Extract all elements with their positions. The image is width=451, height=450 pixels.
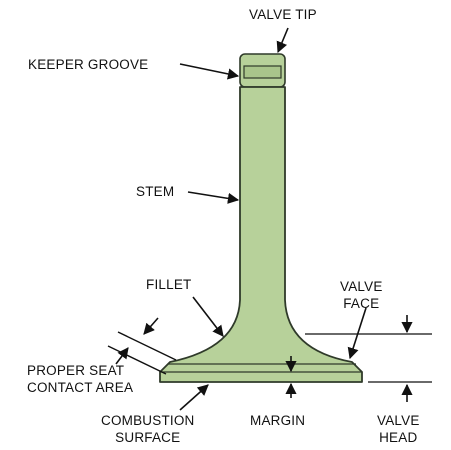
valve-face-arrow [347,307,367,360]
fillet-arrow [192,296,224,337]
fillet-label: FILLET [146,277,192,292]
seat-contact-line-upper [117,331,177,361]
valve-tip-label: VALVE TIP [249,7,317,22]
combustion-surface-arrow [179,384,209,411]
valve-head-label: VALVE HEAD [377,413,420,445]
stem-arrow [187,191,240,204]
combustion-surface-label: COMBUSTION SURFACE [101,413,195,445]
stem-label: STEM [136,184,175,199]
valve-face-label: VALVE FACE [340,279,383,311]
keeper-groove-arrow [179,63,240,80]
valve-stem-and-head-shape [159,86,363,383]
valve-tip-arrow [276,27,289,54]
keeper-groove-label: KEEPER GROOVE [28,57,149,72]
seat-contact-arrow-upper [143,317,159,335]
seat-contact-arrow-lower [115,347,129,365]
keeper-groove-shape [243,65,282,79]
margin-label: MARGIN [250,413,306,428]
proper-seat-contact-area-label: PROPER SEAT CONTACT AREA [27,363,134,395]
